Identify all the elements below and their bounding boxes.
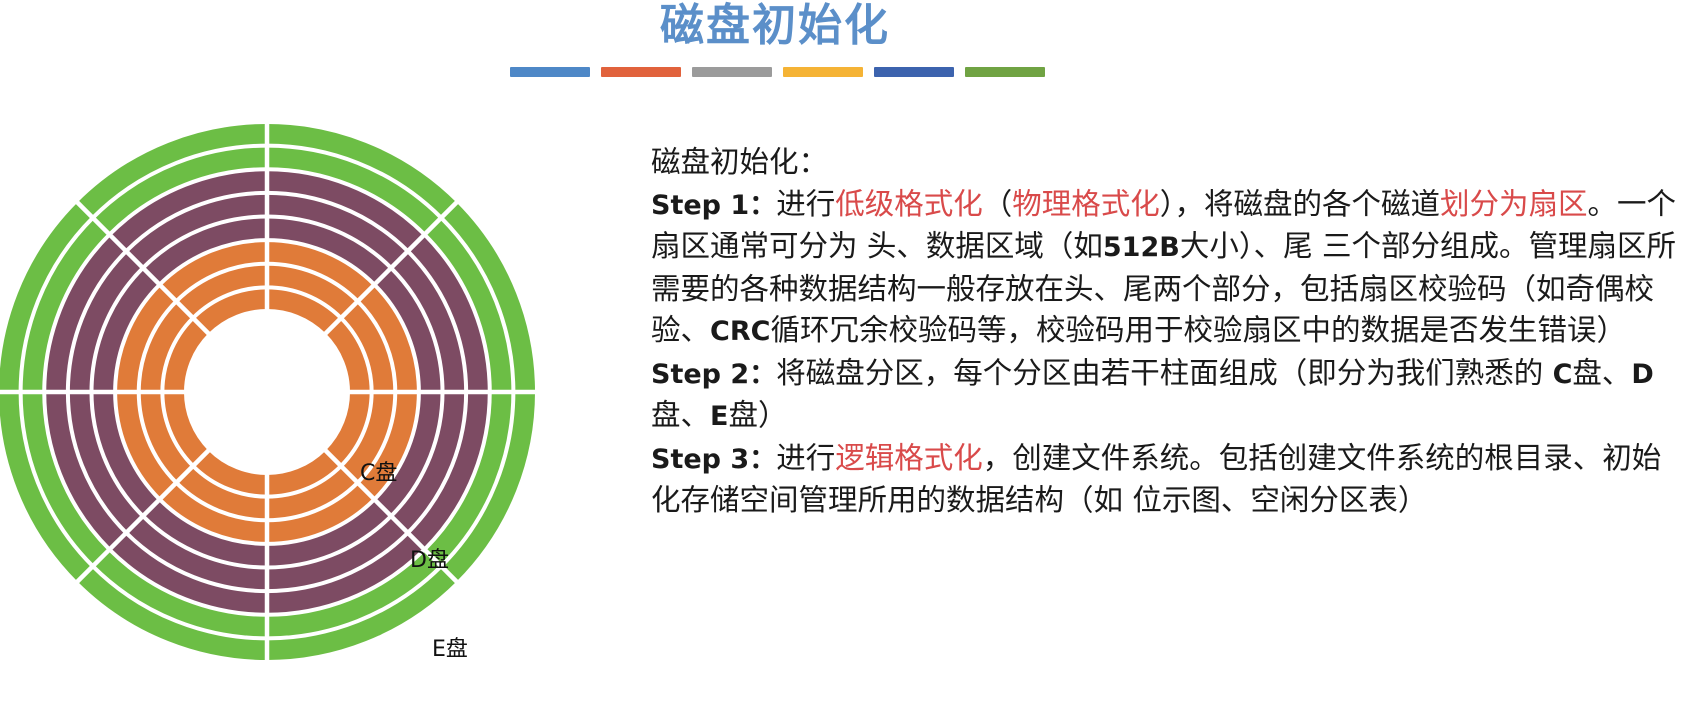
rule-segment-1 [510,67,590,77]
disk-sector-divider-2 [322,196,463,337]
content-step-3: Step 3：进行逻辑格式化，创建文件系统。包括创建文件系统的根目录、初始化存储… [651,438,1686,522]
content-heading: 磁盘初始化： [651,145,829,179]
disk-sector-divider-8 [71,196,212,337]
disk-diagram-svg [0,118,540,666]
disk-sector-divider-group [0,118,540,666]
title-decorative-rule [510,67,1045,77]
disk-label-d: D盘 [410,548,449,573]
step-1-body: 进行低级格式化（物理格式化），将磁盘的各个磁道划分为扇区。一个扇区通常可分为 头… [651,186,1677,348]
rule-segment-3 [692,67,772,77]
content-text-block: 磁盘初始化： Step 1：进行低级格式化（物理格式化），将磁盘的各个磁道划分为… [651,142,1686,522]
step-1-tag: Step 1： [651,189,777,221]
rule-segment-6 [965,67,1045,77]
step-2-body: 将磁盘分区，每个分区由若干柱面组成（即分为我们熟悉的 C盘、D盘、E盘） [651,355,1654,433]
content-step-1: Step 1：进行低级格式化（物理格式化），将磁盘的各个磁道划分为扇区。一个扇区… [651,184,1686,353]
disk-label-e: E盘 [432,637,468,662]
page-title: 磁盘初始化 [660,0,890,51]
rule-segment-5 [874,67,954,77]
disk-label-c: C盘 [360,461,398,486]
step-2-tag: Step 2： [651,358,777,390]
rule-segment-4 [783,67,863,77]
content-step-2: Step 2：将磁盘分区，每个分区由若干柱面组成（即分为我们熟悉的 C盘、D盘、… [651,353,1686,438]
disk-platter-partition-diagram: C盘 D盘 E盘 [0,112,540,672]
step-3-body: 进行逻辑格式化，创建文件系统。包括创建文件系统的根目录、初始化存储空间管理所用的… [651,440,1662,518]
step-3-tag: Step 3： [651,443,777,475]
disk-sector-divider-6 [71,447,212,588]
disk-sector-divider-4 [322,447,463,588]
title-block: 磁盘初始化 [0,0,1695,100]
rule-segment-2 [601,67,681,77]
